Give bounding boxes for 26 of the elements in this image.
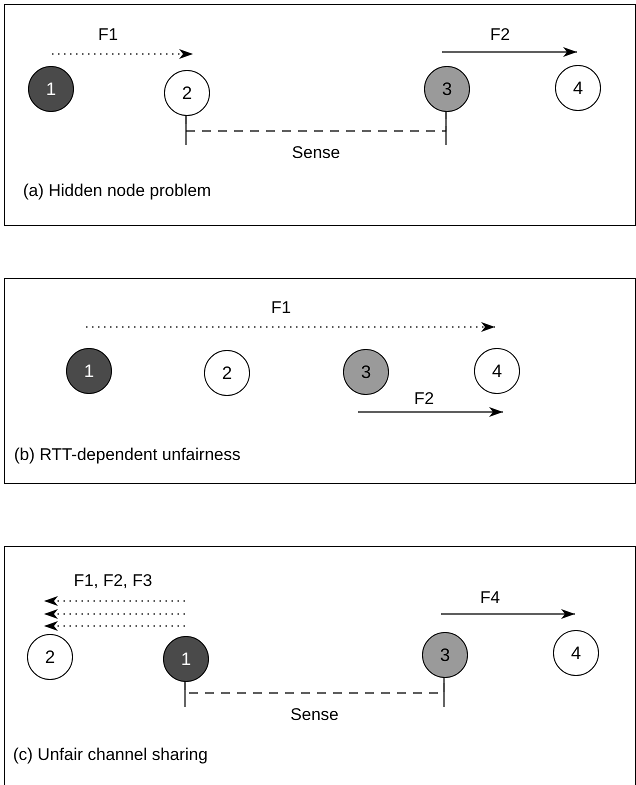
panel-frame [4,546,636,785]
station-circle: 4 [553,630,599,676]
flow-label: F4 [480,588,500,608]
panel-caption: (c) Unfair channel sharing [13,745,208,765]
station-circle: 1 [28,66,74,112]
panel-caption: (b) RTT-dependent unfairness [14,445,240,465]
panel-frame [4,278,636,484]
station-circle: 4 [555,65,601,111]
station-circle: 3 [422,632,468,678]
edge-label: Sense [290,705,339,725]
flow-label: F1 [271,298,291,318]
station-circle: 2 [204,350,250,396]
flow-label: F1 [98,25,118,45]
station-circle: 2 [164,70,210,116]
station-circle: 3 [343,349,389,395]
station-circle: 1 [163,636,209,682]
station-circle: 4 [474,348,520,394]
panel-caption: (a) Hidden node problem [23,181,212,201]
station-circle: 2 [27,634,73,680]
flow-label: F1, F2, F3 [74,571,152,591]
panel-frame [4,4,636,226]
station-circle: 1 [66,348,112,394]
flow-label: F2 [490,25,510,45]
edge-label: Sense [292,143,340,163]
station-circle: 3 [424,66,470,112]
flow-label: F2 [414,389,434,409]
